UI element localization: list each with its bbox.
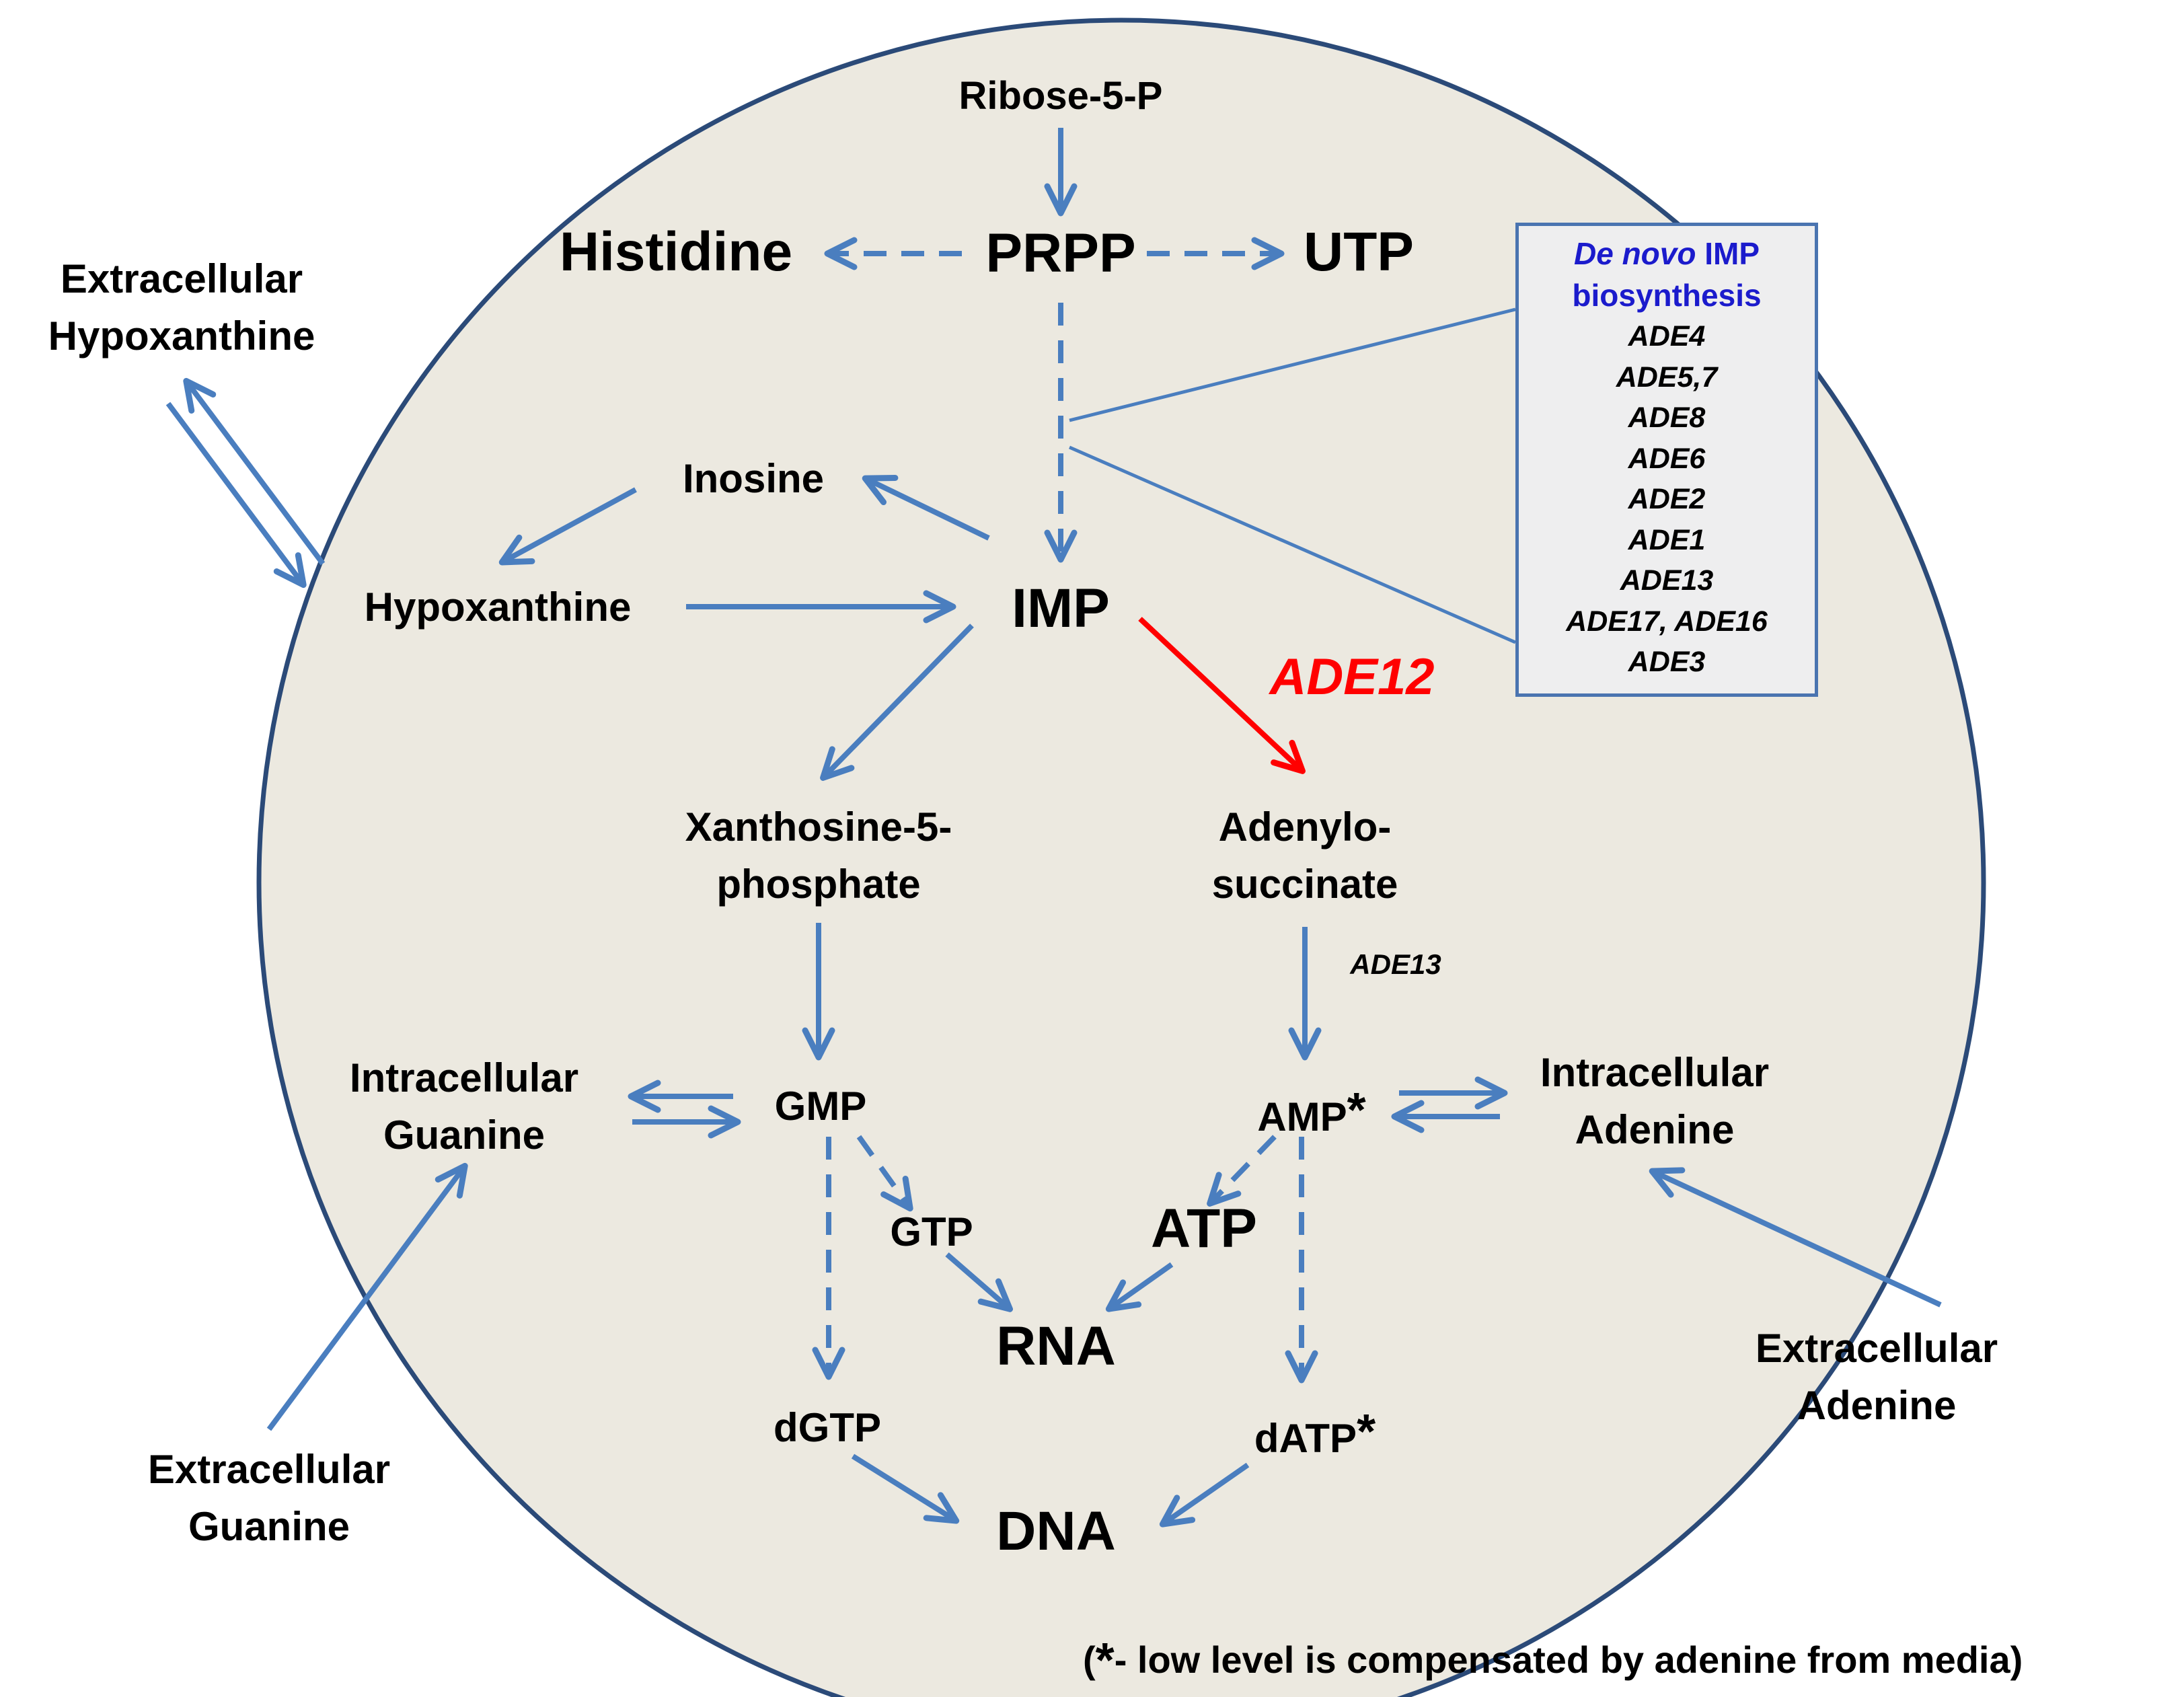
ext-adenine-label-line2: Adenine [1797,1383,1957,1428]
ext-adenine-label-line1: Extracellular [1755,1326,1998,1371]
arrow-atp-to-rna [1105,1262,1174,1312]
int-guanine-label-line2: Guanine [383,1113,545,1158]
footnote-asterisk: * [1095,1634,1115,1688]
amp-label: AMP* [1224,1083,1399,1140]
arrow-dgtp-to-dna [851,1454,960,1524]
footnote-open: ( [1083,1638,1096,1681]
ext-guanine-label-line2: Guanine [188,1504,350,1549]
int-guanine-label-line1: Intracellular [349,1055,579,1100]
ext-guanine-label-line1: Extracellular [147,1447,391,1492]
arrow-imp-to-xmp [820,624,974,781]
dna-label: DNA [996,1501,1116,1562]
denovo-imp-box: De novo IMP biosynthesis ADE4 ADE5,7 ADE… [1515,223,1818,697]
datp-asterisk: * [1357,1405,1376,1459]
arrow-ext-adenine-in [1649,1167,1942,1308]
gtp-label: GTP [890,1209,973,1254]
imp-label: IMP [1012,578,1110,639]
adenylosuccinate-label-line2: succinate [1211,862,1398,907]
gene-item: ADE1 [1628,523,1706,556]
xmp-label-line1: Xanthosine-5- [685,804,952,850]
utp-label: UTP [1304,221,1414,282]
denovo-box-title-line2: biosynthesis [1572,278,1762,313]
denovo-title-italic: De novo [1573,236,1696,271]
inosine-label: Inosine [682,456,825,501]
denovo-box-title: De novo IMP [1519,233,1815,274]
gene-item: ADE4 [1628,320,1706,352]
denovo-callout-line-bottom [1068,445,1517,644]
atp-label: ATP [1151,1198,1257,1259]
gene-item: ADE2 [1628,483,1706,515]
gene-item: ADE13 [1620,564,1714,597]
gmp-label: GMP [774,1084,867,1129]
ade12-enzyme-label: ADE12 [1269,648,1435,706]
histidine-label: Histidine [559,221,793,282]
gene-item: ADE6 [1628,442,1706,475]
arrow-imp-to-inosine [862,475,990,541]
adenylosuccinate-label-line1: Adenylo- [1218,804,1392,850]
prpp-label: PRPP [985,223,1136,284]
denovo-title-rest: IMP [1696,236,1760,271]
arrow-ext-guanine-in [266,1162,468,1431]
datp-label: dATP* [1224,1404,1406,1462]
footnote-text: - low level is compensated by adenine fr… [1114,1638,2023,1681]
arrow-amp-to-atp [1207,1135,1277,1207]
gene-item: ADE3 [1628,646,1706,678]
arrow-datp-to-dna [1159,1462,1250,1528]
amp-asterisk: * [1347,1084,1366,1137]
ribose5p-label: Ribose-5-P [958,74,1163,118]
amp-text: AMP [1257,1094,1347,1139]
int-adenine-label-line1: Intracellular [1540,1050,1770,1095]
footnote: (*- low level is compensated by adenine … [1083,1633,2023,1688]
int-adenine-label-line2: Adenine [1575,1107,1735,1152]
ext-hypoxanthine-label-line1: Extracellular [60,256,303,301]
dgtp-label: dGTP [774,1405,881,1450]
arrow-gmp-to-gtp [856,1135,913,1212]
hypoxanthine-label: Hypoxanthine [364,584,632,630]
datp-text: dATP [1254,1416,1357,1461]
arrow-hypoxanthine-out [183,377,326,566]
gene-item: ADE8 [1628,402,1706,434]
ade13-enzyme-label: ADE13 [1350,948,1441,980]
gene-item: ADE5,7 [1616,361,1718,393]
arrow-gtp-to-rna [945,1252,1014,1312]
arrow-hypoxanthine-in [165,402,307,589]
xmp-label-line2: phosphate [716,862,921,907]
rna-label: RNA [996,1316,1116,1377]
arrow-inosine-to-hypoxanthine [498,487,637,566]
arrow-imp-to-adenylosuccinate [1138,617,1306,774]
ext-hypoxanthine-label-line2: Hypoxanthine [48,313,315,359]
gene-item: ADE17, ADE16 [1566,605,1768,638]
denovo-callout-line-top [1069,307,1516,422]
